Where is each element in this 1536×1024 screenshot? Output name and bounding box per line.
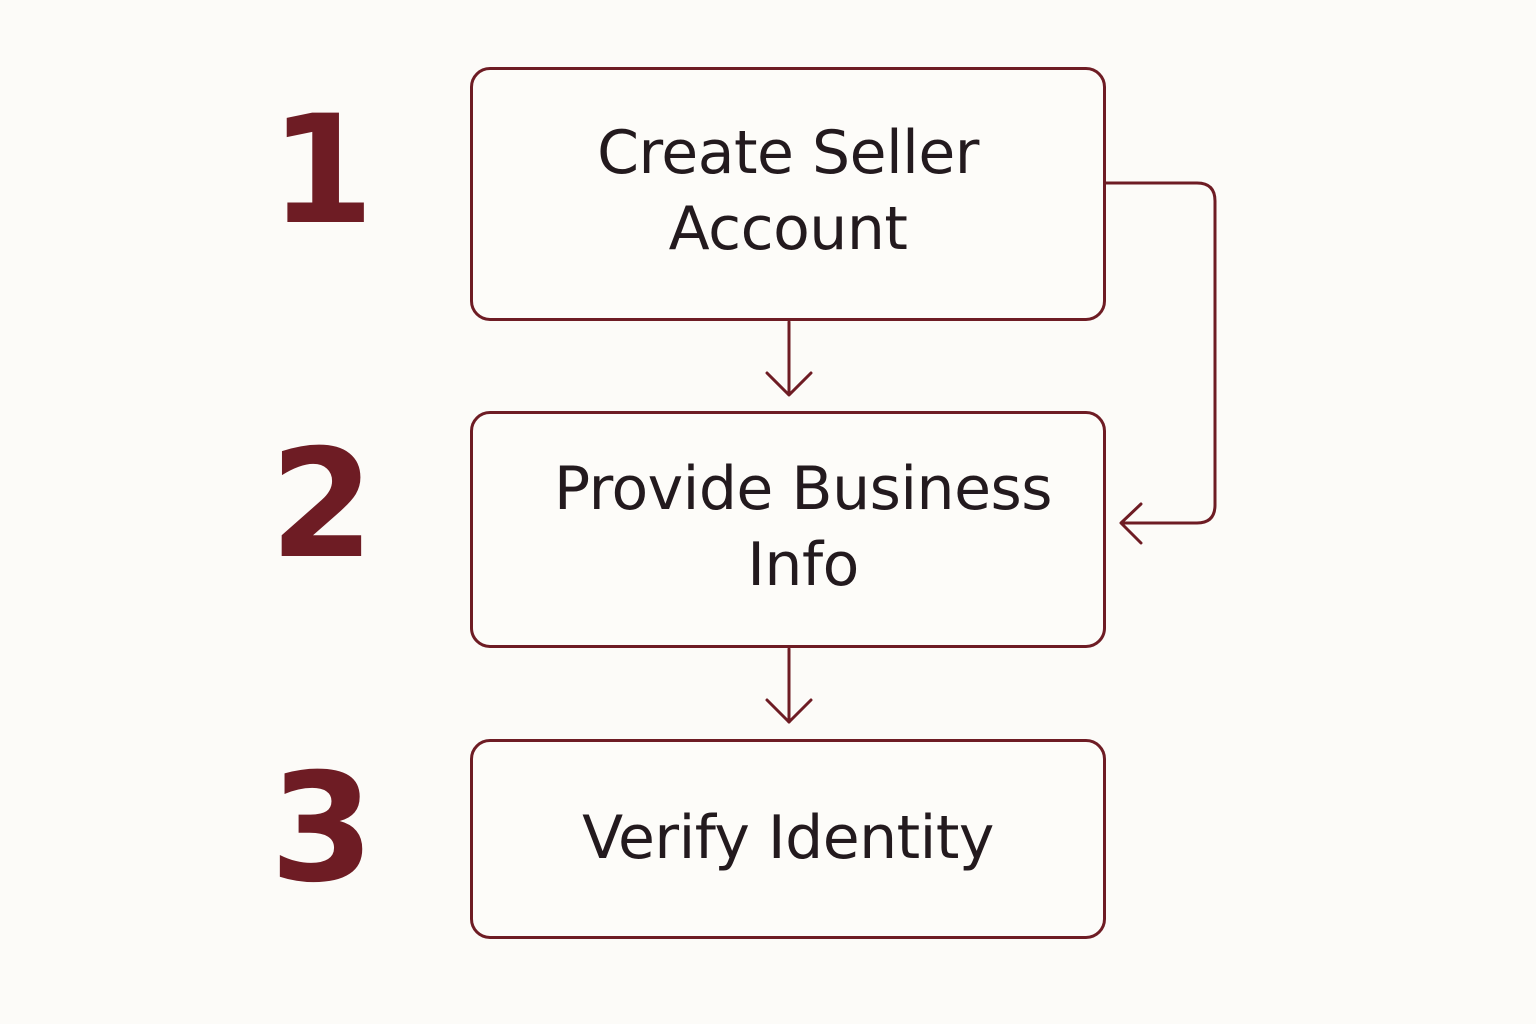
step-number-3: 3	[269, 742, 375, 916]
arrow-head-step1-to-step2	[765, 371, 813, 397]
step-box-create-seller-account: Create Seller Account	[470, 67, 1106, 321]
step-box-provide-business-info: Provide Business Info	[470, 411, 1106, 648]
side-connector-arrow-head	[1119, 502, 1143, 545]
side-connector-step1-to-step2	[1104, 181, 1217, 525]
step-label-provide-business-info: Provide Business Info	[553, 453, 1053, 600]
step-label-create-seller-account: Create Seller Account	[597, 118, 979, 264]
arrow-head-step2-to-step3	[765, 698, 813, 724]
step-label-verify-identity: Verify Identity	[582, 803, 994, 873]
step-number-2: 2	[269, 418, 375, 592]
step-number-1: 1	[269, 84, 375, 258]
step-box-verify-identity: Verify Identity	[470, 739, 1106, 939]
